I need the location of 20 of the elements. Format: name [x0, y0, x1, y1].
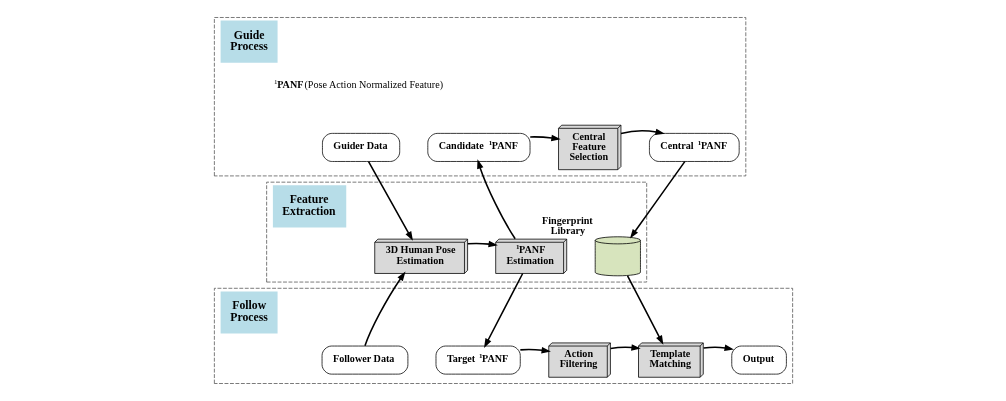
arrow [528, 134, 561, 142]
arrow [363, 271, 405, 347]
node-box: Output [730, 345, 787, 375]
arrow [476, 159, 516, 240]
node-box: Follower Data [321, 345, 408, 375]
node-box: Candidate $^{1}$PANF [426, 133, 530, 162]
arrow [609, 344, 641, 351]
node-box: Guider Data [321, 133, 400, 162]
arrow [619, 128, 665, 136]
arrow [367, 160, 413, 241]
arrow [702, 344, 734, 352]
node-label: Fingerprint Library [541, 214, 593, 236]
arrow [519, 346, 551, 354]
arrow [483, 272, 523, 348]
node-box: Central $^{1}$PANF [648, 133, 740, 162]
arrow [629, 160, 686, 239]
arrow [626, 275, 663, 345]
node-box: Target $^{1}$PANF [435, 345, 521, 375]
arrow [466, 240, 498, 248]
label: $^{1}$PANF(Pose Action Normalized Feature) [273, 78, 443, 91]
